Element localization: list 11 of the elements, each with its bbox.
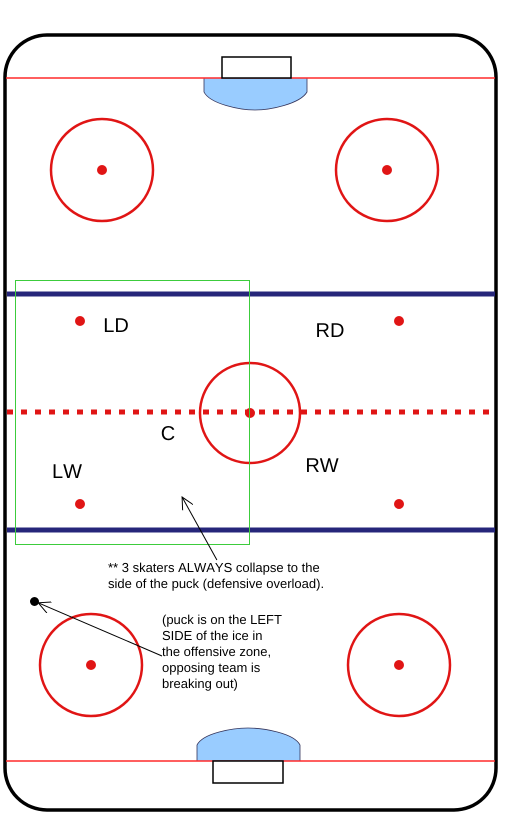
leader-arrow <box>38 602 162 656</box>
position-label: LD <box>103 315 129 337</box>
position-label: C <box>160 423 176 445</box>
position-label: RW <box>305 455 339 477</box>
annotation-note: (puck is on the LEFT SIDE of the ice in the offensive zone, opposing team is breaking out) <box>162 612 283 692</box>
annotation-note: ** 3 skaters ALWAYS collapse to the side of the puck (defensive overload). <box>108 560 333 592</box>
leader-arrow <box>182 496 218 560</box>
puck-icon <box>30 596 38 606</box>
position-label: RD <box>316 320 344 342</box>
position-label: LW <box>52 461 82 483</box>
highlight-frame <box>15 280 250 545</box>
